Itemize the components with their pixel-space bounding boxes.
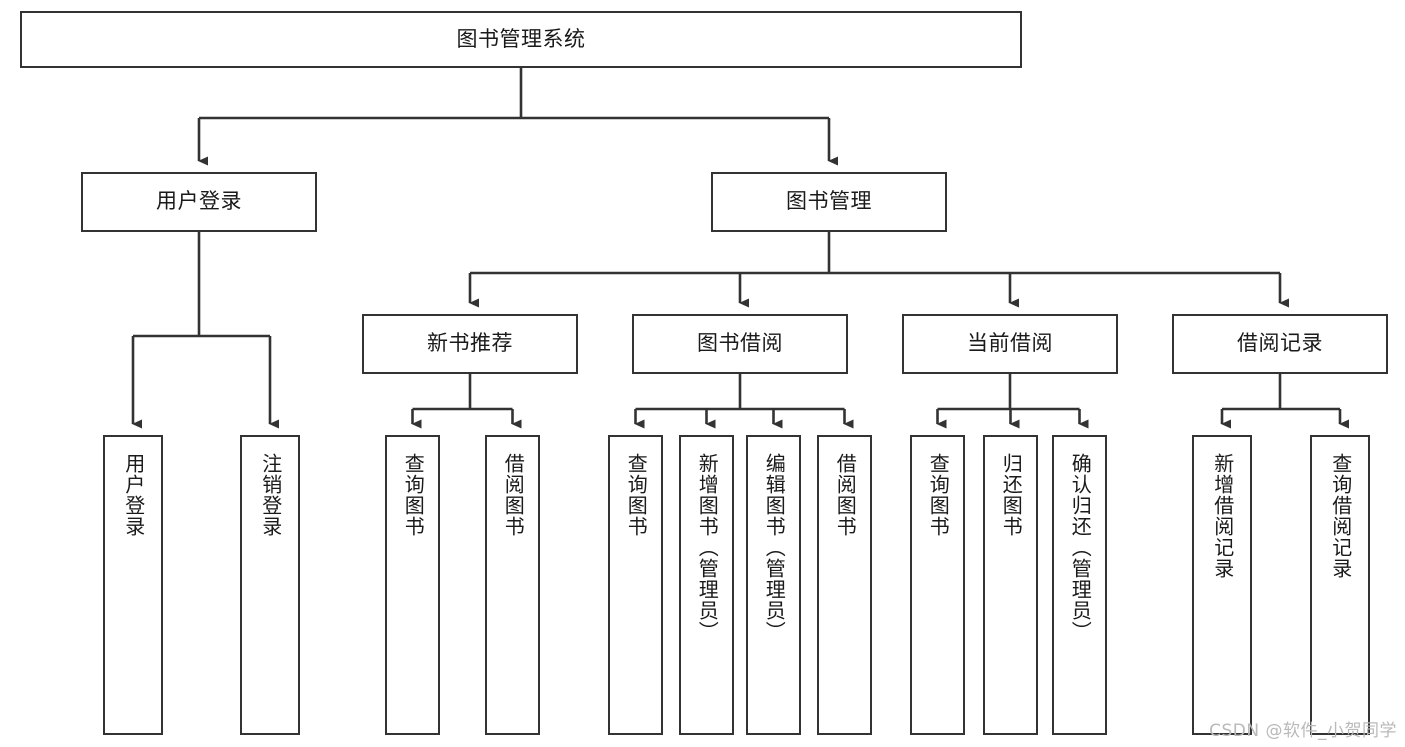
node-label: 用户登录 <box>121 453 146 537</box>
node-label: 借阅图书 <box>833 453 858 537</box>
node-leaf-add-book[interactable]: 新增图书（管理员） <box>679 435 734 735</box>
node-label: 当前借阅 <box>967 331 1053 356</box>
node-label: 查询借阅记录 <box>1328 453 1353 579</box>
node-label: 用户登录 <box>156 189 242 214</box>
node-book-borrow[interactable]: 图书借阅 <box>632 314 848 374</box>
node-label: 确认归还（管理员） <box>1068 453 1093 642</box>
node-label: 借阅记录 <box>1237 331 1323 356</box>
csdn-watermark: CSDN @软件_小贺同学 <box>1209 721 1397 741</box>
node-leaf-add-record[interactable]: 新增借阅记录 <box>1192 435 1252 735</box>
node-login[interactable]: 用户登录 <box>81 172 317 232</box>
node-leaf-borrow-book-2[interactable]: 借阅图书 <box>817 435 872 735</box>
node-label: 查询图书 <box>926 453 951 537</box>
node-leaf-borrow-book-1[interactable]: 借阅图书 <box>485 435 540 735</box>
node-label: 归还图书 <box>999 453 1024 537</box>
node-leaf-user-logout[interactable]: 注销登录 <box>240 435 300 735</box>
node-leaf-query-book-2[interactable]: 查询图书 <box>608 435 663 735</box>
node-leaf-confirm-return[interactable]: 确认归还（管理员） <box>1052 435 1107 735</box>
node-new-book-rec[interactable]: 新书推荐 <box>362 314 578 374</box>
node-leaf-return-book[interactable]: 归还图书 <box>983 435 1038 735</box>
node-borrow-record[interactable]: 借阅记录 <box>1172 314 1388 374</box>
node-root[interactable]: 图书管理系统 <box>20 11 1022 68</box>
node-label: 新增图书（管理员） <box>695 453 720 642</box>
node-label: 新书推荐 <box>427 331 513 356</box>
node-label: 图书管理系统 <box>456 26 586 51</box>
node-label: 图书管理 <box>786 189 872 214</box>
node-label: 编辑图书（管理员） <box>762 453 787 642</box>
node-label: 图书借阅 <box>697 331 783 356</box>
node-leaf-query-book-1[interactable]: 查询图书 <box>385 435 440 735</box>
node-label: 查询图书 <box>624 453 649 537</box>
node-label: 新增借阅记录 <box>1210 453 1235 579</box>
node-label: 注销登录 <box>258 453 283 537</box>
node-book-manage[interactable]: 图书管理 <box>711 172 947 232</box>
node-label: 借阅图书 <box>501 453 526 537</box>
node-leaf-edit-book[interactable]: 编辑图书（管理员） <box>746 435 801 735</box>
node-leaf-user-login[interactable]: 用户登录 <box>103 435 163 735</box>
node-leaf-query-record[interactable]: 查询借阅记录 <box>1310 435 1370 735</box>
node-label: 查询图书 <box>401 453 426 537</box>
node-current-borrow[interactable]: 当前借阅 <box>902 314 1118 374</box>
node-leaf-query-book-3[interactable]: 查询图书 <box>910 435 965 735</box>
